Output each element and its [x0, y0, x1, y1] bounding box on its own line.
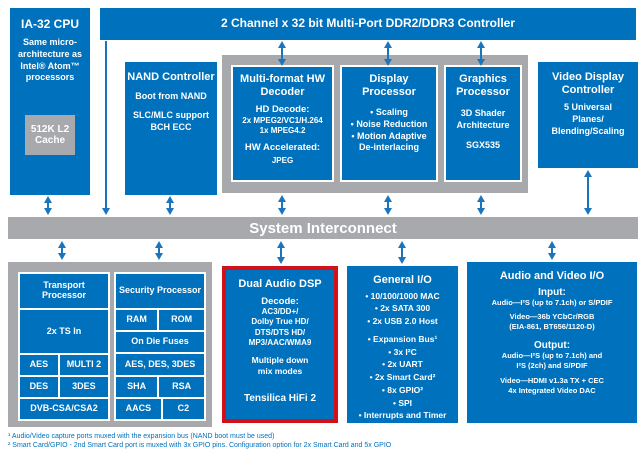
cpu-subtitle: Same micro-architecture as Intel® Atom™ …: [17, 37, 83, 83]
security-cell-aacs: AACS: [116, 398, 161, 420]
general-io-item: 2x SATA 300: [347, 302, 458, 315]
general-io-box: General I/O 10/100/1000 MAC 2x SATA 300 …: [347, 266, 458, 423]
av-io-input-audio: Audio—I²S (up to 7.1ch) or S/PDIF: [491, 298, 613, 308]
hd-decode-line1: 2x MPEG2/VC1/H.264: [242, 115, 323, 125]
graphics-processor-title: Graphics Processor: [456, 73, 510, 98]
dsp-codec: DTS/DTS HD/: [254, 327, 306, 337]
transport-cell-dvbcsa: DVB-CSA/CSA2: [20, 399, 108, 419]
dsp-mix-modes: Multiple down mix modes: [251, 354, 309, 376]
dsp-codec: Dolby True HD/: [251, 317, 309, 327]
transport-cell-3des: 3DES: [59, 377, 108, 397]
transport-cell-aes: AES: [20, 355, 58, 375]
transport-cell-multi2: MULTI 2: [59, 355, 108, 375]
security-cell-c2: C2: [162, 398, 204, 420]
security-cell-ram: RAM: [116, 310, 158, 331]
arrow-security-interconnect: [155, 241, 163, 260]
security-title: Security Processor: [116, 274, 204, 308]
display-item: Motion Adaptive De-interlacing: [342, 131, 436, 154]
arrow-container-interconnect: [278, 195, 286, 215]
display-item: Scaling: [342, 107, 436, 119]
transport-cell-ts: 2x TS In: [20, 310, 108, 353]
cpu-title: IA-32 CPU: [20, 17, 79, 31]
audio-video-io-box: Audio and Video I/O Input: Audio—I²S (up…: [467, 262, 637, 423]
dsp-codec: MP3/AAC/WMA9: [248, 338, 312, 348]
general-io-item: 8x GPIO²: [347, 384, 458, 397]
general-io-item: 10/100/1000 MAC: [347, 290, 458, 303]
arrow-cpu-interconnect: [44, 196, 52, 215]
av-io-input-video2: (EIA-861, BT656/1120-D): [509, 322, 595, 332]
nand-line1: Boot from NAND: [135, 90, 207, 101]
hw-accel-label: HW Accelerated:: [244, 142, 321, 154]
hw-accel-value: JPEG: [271, 155, 294, 165]
arrow-container-interconnect: [477, 195, 485, 215]
system-interconnect-bar: System Interconnect: [8, 217, 638, 239]
multi-format-decoder-box: Multi-format HW Decoder HD Decode: 2x MP…: [231, 65, 334, 182]
av-io-title: Audio and Video I/O: [499, 270, 605, 282]
av-io-output-label: Output:: [533, 339, 571, 351]
cpu-box: IA-32 CPU Same micro-architecture as Int…: [10, 8, 90, 195]
security-cell-sha: SHA: [116, 376, 158, 397]
arrow-transport-interconnect: [58, 241, 66, 260]
dsp-decode-label: Decode:: [261, 295, 299, 307]
av-io-output-video1: Video—HDMI v1.3a TX + CEC: [500, 376, 604, 386]
hd-decode-line2: 1x MPEG4.2: [259, 126, 306, 136]
vdc-subtitle: 5 Universal Planes/ Blending/Scaling: [551, 102, 625, 136]
graphics-line2: SGX535: [465, 139, 501, 150]
general-io-item: 3x I²C: [347, 346, 458, 359]
transport-security-container: Transport Processor 2x TS In AES MULTI 2…: [8, 262, 212, 427]
av-io-output-video2: 4x Integrated Video DAC: [508, 386, 596, 396]
l2-cache-box: 512K L2 Cache: [25, 115, 75, 155]
transport-title: Transport Processor: [20, 274, 108, 308]
dsp-codec: AC3/DD+/: [261, 307, 299, 317]
av-io-input-label: Input:: [538, 286, 566, 298]
display-item: Noise Reduction: [342, 119, 436, 131]
arrow-decoder-ddr: [278, 41, 286, 66]
general-io-item: Expansion Bus¹: [347, 333, 458, 346]
dual-audio-dsp-box: Dual Audio DSP Decode: AC3/DD+/ Dolby Tr…: [222, 266, 338, 423]
security-processor-panel: Security Processor RAM ROM On Die Fuses …: [114, 272, 206, 421]
arrow-nand-interconnect: [166, 196, 174, 215]
vdc-title: Video Display Controller: [552, 71, 624, 96]
av-io-output-audio1: Audio—I²S (up to 7.1ch) and: [501, 351, 603, 361]
arrow-avio-interconnect: [548, 241, 556, 260]
video-display-controller-box: Video Display Controller 5 Universal Pla…: [538, 62, 638, 168]
arrow-generalio-interconnect: [398, 241, 406, 264]
nand-title: NAND Controller: [127, 71, 215, 83]
nand-line2: SLC/MLC support BCH ECC: [133, 110, 209, 133]
arrow-ddr-interconnect: [102, 41, 110, 215]
arrow-vdc-interconnect: [584, 170, 592, 215]
general-io-item: 2x USB 2.0 Host: [347, 315, 458, 328]
general-io-item: 2x Smart Card²: [347, 371, 458, 384]
decoder-container: Multi-format HW Decoder HD Decode: 2x MP…: [222, 55, 528, 193]
arrow-dsp-interconnect: [277, 241, 285, 264]
graphics-processor-box: Graphics Processor 3D Shader Architectur…: [444, 65, 522, 182]
transport-processor-panel: Transport Processor 2x TS In AES MULTI 2…: [18, 272, 110, 421]
ddr-controller-bar: 2 Channel x 32 bit Multi-Port DDR2/DDR3 …: [100, 8, 636, 40]
av-io-input-video1: Video—36b YCbCr/RGB: [509, 312, 595, 322]
general-io-item: SPI: [347, 397, 458, 410]
display-processor-box: Display Processor Scaling Noise Reductio…: [340, 65, 438, 182]
security-cell-fuses: On Die Fuses: [116, 332, 204, 353]
arrow-display-ddr: [384, 41, 392, 66]
arrow-graphics-ddr: [477, 41, 485, 66]
general-io-item: Interrupts and Timer: [347, 409, 458, 422]
av-io-output-audio2: I²S (2ch) and S/PDIF: [516, 361, 588, 371]
nand-controller-box: NAND Controller Boot from NAND SLC/MLC s…: [125, 62, 217, 195]
display-processor-title: Display Processor: [362, 73, 416, 98]
multi-format-decoder-title: Multi-format HW Decoder: [240, 73, 325, 98]
footnote-1: ¹ Audio/Video capture ports muxed with t…: [8, 433, 275, 440]
footnote-2: ² Smart Card/GPIO - 2nd Smart Card port …: [8, 442, 392, 449]
security-cell-rom: ROM: [159, 310, 204, 331]
general-io-item: 2x UART: [347, 358, 458, 371]
dsp-title: Dual Audio DSP: [238, 278, 322, 290]
hd-decode-label: HD Decode:: [255, 104, 310, 116]
transport-cell-des: DES: [20, 377, 58, 397]
general-io-title: General I/O: [373, 274, 432, 286]
security-cell-aesdes3des: AES, DES, 3DES: [116, 354, 204, 375]
graphics-line1: 3D Shader Architecture: [456, 108, 510, 130]
arrow-container-interconnect: [384, 195, 392, 215]
security-cell-rsa: RSA: [159, 376, 204, 397]
dsp-engine: Tensilica HiFi 2: [243, 392, 317, 404]
